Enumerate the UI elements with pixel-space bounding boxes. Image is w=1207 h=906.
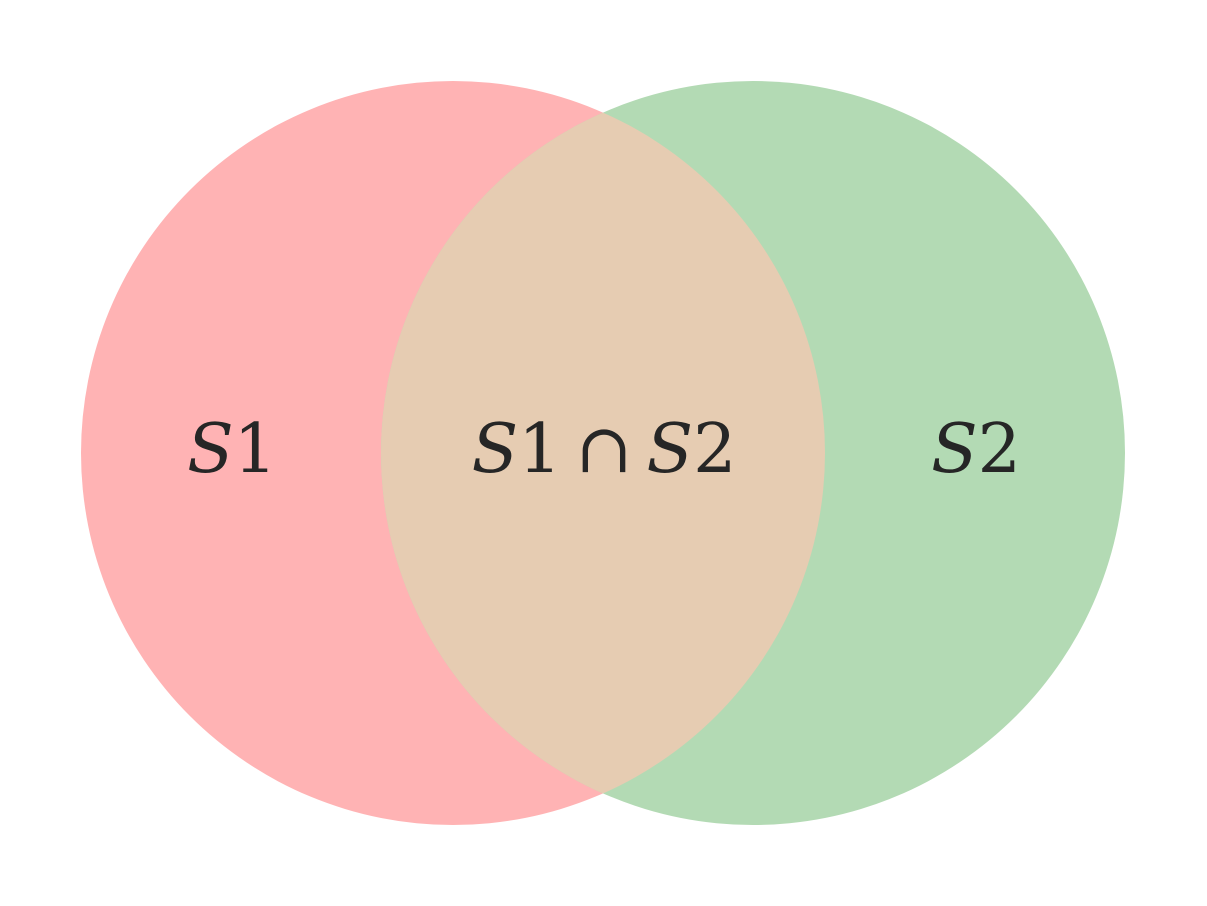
intersection-label: S1∩S2 [472, 410, 737, 489]
intersection-right-letter: S [646, 410, 693, 489]
intersection-region [381, 81, 825, 825]
set-s2-letter: S [931, 410, 978, 489]
set-s2-label: S2 [931, 410, 1021, 489]
set-s1-label: S1 [187, 410, 277, 489]
intersection-left-index: 1 [518, 410, 561, 489]
intersection-left-letter: S [472, 410, 519, 489]
intersection-right-index: 2 [693, 410, 736, 489]
intersection-operator: ∩ [576, 410, 633, 489]
set-s1-index: 1 [234, 410, 277, 489]
set-s1-letter: S [187, 410, 234, 489]
set-s2-index: 2 [978, 410, 1021, 489]
